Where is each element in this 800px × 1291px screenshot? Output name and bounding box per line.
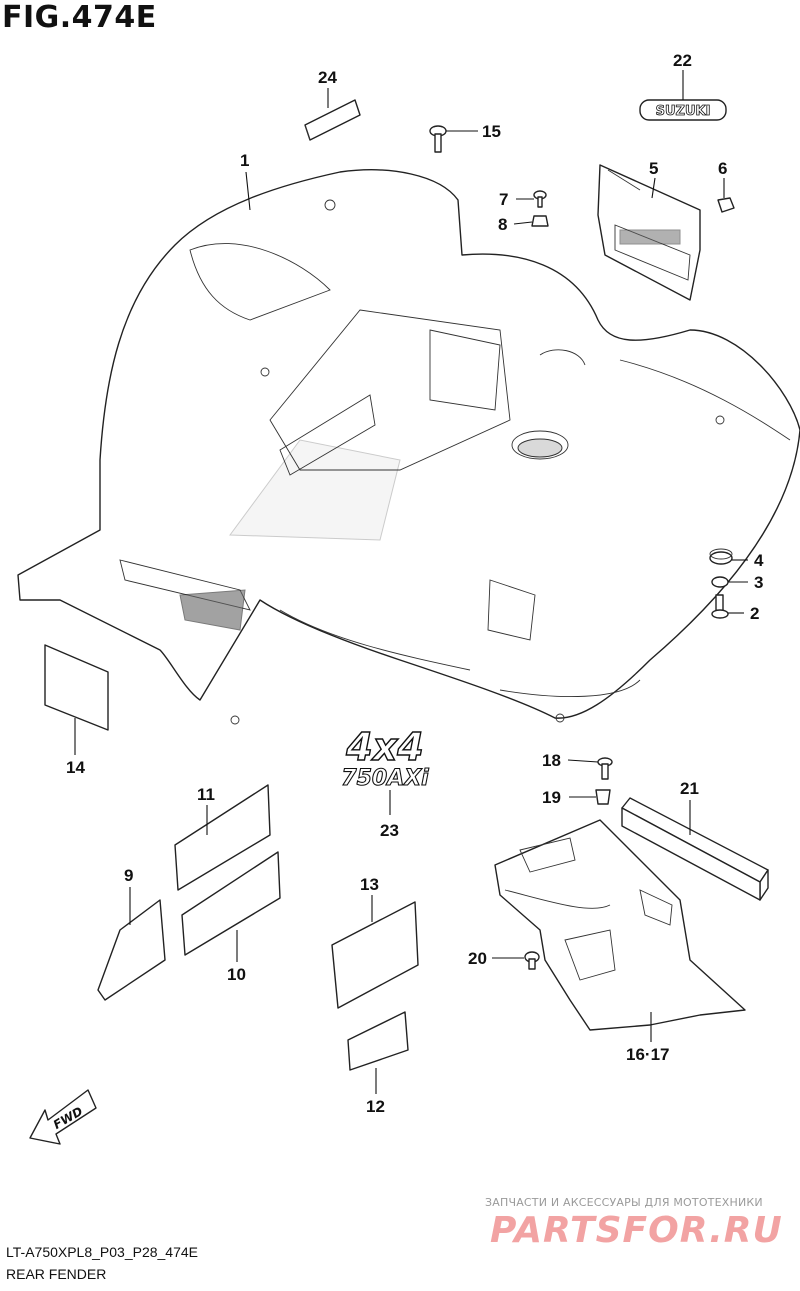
model-code: LT-A750XPL8_P03_P28_474E <box>6 1244 199 1260</box>
bracket-part-5 <box>597 164 701 301</box>
callout-13: 13 <box>360 875 379 894</box>
callout-5: 5 <box>649 159 658 178</box>
callout-10: 10 <box>227 965 246 984</box>
screw-part-18 <box>597 757 613 780</box>
figure-title: FIG.474E <box>2 0 157 35</box>
callout-9: 9 <box>124 866 133 885</box>
callout-24: 24 <box>318 68 337 87</box>
section-name: REAR FENDER <box>6 1266 107 1282</box>
callout-3: 3 <box>754 573 763 592</box>
callout-4: 4 <box>754 551 764 570</box>
callout-14: 14 <box>66 758 85 777</box>
decal-part-13 <box>331 901 419 1009</box>
callout-19: 19 <box>542 788 561 807</box>
screw-part-20 <box>524 951 540 970</box>
callout-22: 22 <box>673 51 692 70</box>
screw-part-7 <box>533 190 547 208</box>
decal-part-11 <box>174 784 271 891</box>
callout-18: 18 <box>542 751 561 770</box>
callout-numbers: 1 24 15 22 5 6 7 8 4 3 2 14 23 11 10 9 1… <box>66 51 764 1116</box>
callout-2: 2 <box>750 604 759 623</box>
watermark-logo: PARTSFOR.RU <box>490 1210 783 1251</box>
emblem-23-bottom-text: 750AXi <box>341 766 429 791</box>
callout-7: 7 <box>499 190 508 209</box>
nut-part-19 <box>595 789 611 805</box>
bolt-part-15 <box>429 125 447 153</box>
decal-part-12 <box>347 1011 409 1071</box>
washer-part-3 <box>711 576 729 588</box>
bolt-part-2 <box>711 594 729 619</box>
callout-23: 23 <box>380 821 399 840</box>
callout-11: 11 <box>197 785 215 804</box>
watermark-tagline: ЗАПЧАСТИ И АКСЕССУАРЫ ДЛЯ МОТОТЕХНИКИ <box>485 1196 763 1209</box>
clip-part-6 <box>717 197 735 213</box>
leader-lines <box>74 70 748 1094</box>
fwd-direction-arrow: FWD <box>29 1089 97 1145</box>
decal-part-9 <box>97 899 166 1001</box>
callout-1: 1 <box>240 151 249 170</box>
nut-part-8 <box>531 215 549 227</box>
callout-12: 12 <box>366 1097 385 1116</box>
suzuki-emblem-part-22: SUZUKI <box>639 99 727 121</box>
callout-8: 8 <box>498 215 507 234</box>
callout-15: 15 <box>482 122 501 141</box>
callout-21: 21 <box>680 779 699 798</box>
cushion-part-4 <box>709 548 733 565</box>
block-part-24 <box>304 99 361 141</box>
mud-guard-part-16-17 <box>494 819 746 1031</box>
rear-fender-part-1 <box>17 169 800 725</box>
emblem-23-top-text: 4x4 <box>345 725 423 769</box>
strip-part-21 <box>621 797 769 901</box>
label-part-14 <box>44 644 109 731</box>
emblem-part-23: 4x4 750AXi <box>341 724 430 791</box>
decal-part-10 <box>181 851 281 956</box>
suzuki-emblem-text: SUZUKI <box>656 104 711 119</box>
callout-16-17: 16·17 <box>626 1045 669 1064</box>
callout-20: 20 <box>468 949 487 968</box>
callout-6: 6 <box>718 159 727 178</box>
